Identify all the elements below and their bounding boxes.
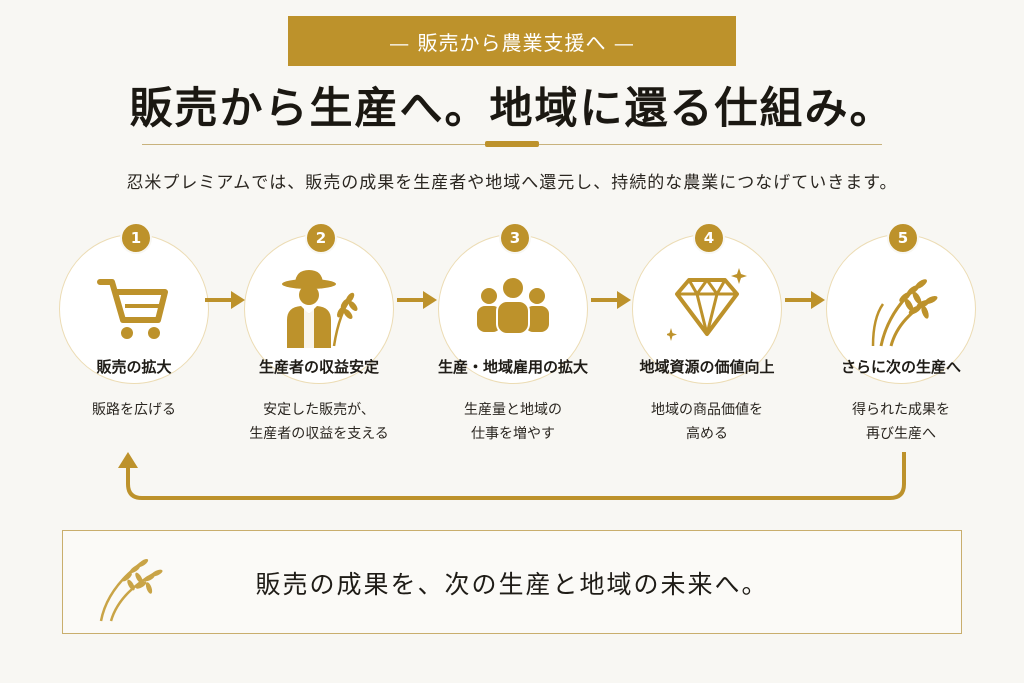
step-number: 1 [120, 222, 152, 254]
step-number: 5 [887, 222, 919, 254]
step-description-line: 得られた成果を [852, 402, 950, 418]
farmer-icon [282, 270, 358, 348]
step-title: 生産者の収益安定 [258, 358, 379, 376]
step-description-line: 安定した販売が、 [263, 402, 375, 418]
shopping-cart-icon [97, 279, 168, 339]
step-title: 地域資源の価値向上 [639, 358, 775, 376]
flow-arrow-icon [397, 291, 437, 309]
step-title: 販売の拡大 [96, 358, 172, 376]
slogan-box: 販売の成果を、次の生産と地域の未来へ。 [62, 530, 962, 634]
step-description: 販路を広げる [29, 398, 239, 422]
step-circle [59, 234, 209, 384]
step-description: 地域の商品価値を 高める [602, 398, 812, 446]
step-description-line: 再び生産へ [866, 426, 936, 442]
flow-arrow-icon [591, 291, 631, 309]
title-divider-accent [485, 141, 539, 147]
step-description-line: 高める [686, 426, 728, 442]
flow-arrow-icon [785, 291, 825, 309]
step-title: 生産・地域雇用の拡大 [437, 358, 588, 376]
intro-text: 忍米プレミアムでは、販売の成果を生産者や地域へ還元し、持続的な農業につなげていき… [126, 173, 898, 193]
step-description-line: 地域の商品価値を [651, 402, 763, 418]
step-number: 3 [499, 222, 531, 254]
step-description-line: 生産者の収益を支える [249, 426, 389, 442]
step-description: 安定した販売が、 生産者の収益を支える [214, 398, 424, 446]
step-description-line: 販路を広げる [92, 402, 176, 418]
step-description: 得られた成果を 再び生産へ [796, 398, 1006, 446]
step-description-line: 仕事を増やす [471, 426, 555, 442]
page-title: 販売から生産へ。地域に還る仕組み。 [129, 84, 895, 134]
ribbon-label: — 販売から農業支援へ — [389, 30, 635, 55]
step-description: 生産量と地域の 仕事を増やす [408, 398, 618, 446]
header-ribbon: — 販売から農業支援へ — [288, 16, 736, 66]
step-circle [632, 234, 782, 384]
diamond-icon [667, 268, 747, 341]
rice-plant-icon [871, 279, 938, 347]
slogan-text: 販売の成果を、次の生産と地域の未来へ。 [255, 570, 769, 599]
step-number: 2 [305, 222, 337, 254]
rice-stalk-icon [99, 558, 163, 622]
step-title: さらに次の生産へ [840, 358, 961, 376]
step-number: 4 [693, 222, 725, 254]
people-group-icon [477, 276, 549, 335]
flow-arrow-icon [205, 291, 245, 309]
step-description-line: 生産量と地域の [464, 402, 562, 418]
